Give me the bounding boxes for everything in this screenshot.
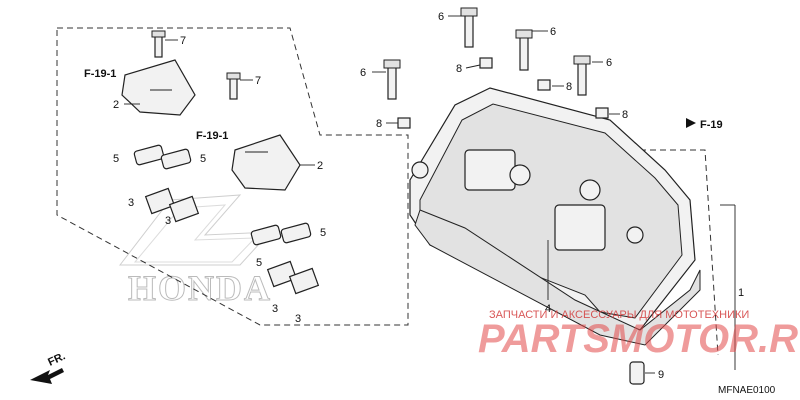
collar-9 xyxy=(629,361,645,385)
callout-9: 9 xyxy=(658,369,664,381)
ref-arrow-icon xyxy=(686,118,696,128)
ref-f19-1-lower: F-19-1 xyxy=(196,130,228,142)
callout-2b: 2 xyxy=(317,160,323,172)
callout-3d: 3 xyxy=(295,313,301,325)
callout-8b: 8 xyxy=(566,81,572,93)
front-arrow-icon xyxy=(30,368,64,384)
callout-1: 1 xyxy=(738,287,744,299)
callout-8c: 8 xyxy=(376,118,382,130)
callout-7a: 7 xyxy=(180,35,186,47)
dashed-group-outline-left xyxy=(56,27,409,326)
callout-5d: 5 xyxy=(256,257,262,269)
callout-5a: 5 xyxy=(113,153,119,165)
callout-6c: 6 xyxy=(360,67,366,79)
callout-6d: 6 xyxy=(606,57,612,69)
watermark-text: ЗАПЧАСТИ И АКСЕССУАРЫ ДЛЯ МОТОТЕХНИКИ xyxy=(489,309,749,321)
head-cover-gasket xyxy=(414,209,701,346)
callout-3a: 3 xyxy=(128,197,134,209)
callout-8a: 8 xyxy=(456,63,462,75)
callout-3c: 3 xyxy=(272,303,278,315)
bolts-and-grommets xyxy=(151,7,609,129)
callout-8d: 8 xyxy=(622,109,628,121)
callout-5c: 5 xyxy=(320,227,326,239)
callout-3b: 3 xyxy=(165,215,171,227)
diagram-code: MFNAE0100 xyxy=(718,385,776,396)
front-direction: FR. xyxy=(30,350,67,384)
callout-7b: 7 xyxy=(255,75,261,87)
breather-cover-upper xyxy=(121,59,196,116)
callout-2a: 2 xyxy=(113,99,119,111)
leader-lines xyxy=(124,15,736,374)
callout-6b: 6 xyxy=(550,26,556,38)
front-label: FR. xyxy=(46,350,67,368)
callout-6a: 6 xyxy=(438,11,444,23)
cylinder-head-cover xyxy=(409,87,696,331)
ref-f19-1-upper: F-19-1 xyxy=(84,68,116,80)
callout-5b: 5 xyxy=(200,153,206,165)
reed-parts xyxy=(133,144,320,295)
breather-cover-lower xyxy=(231,134,301,191)
honda-text: HONDA xyxy=(128,268,272,308)
callout-4: 4 xyxy=(545,303,551,315)
watermark-logo: PARTSMOTOR.RU xyxy=(478,317,800,361)
ref-f19: F-19 xyxy=(700,119,723,131)
